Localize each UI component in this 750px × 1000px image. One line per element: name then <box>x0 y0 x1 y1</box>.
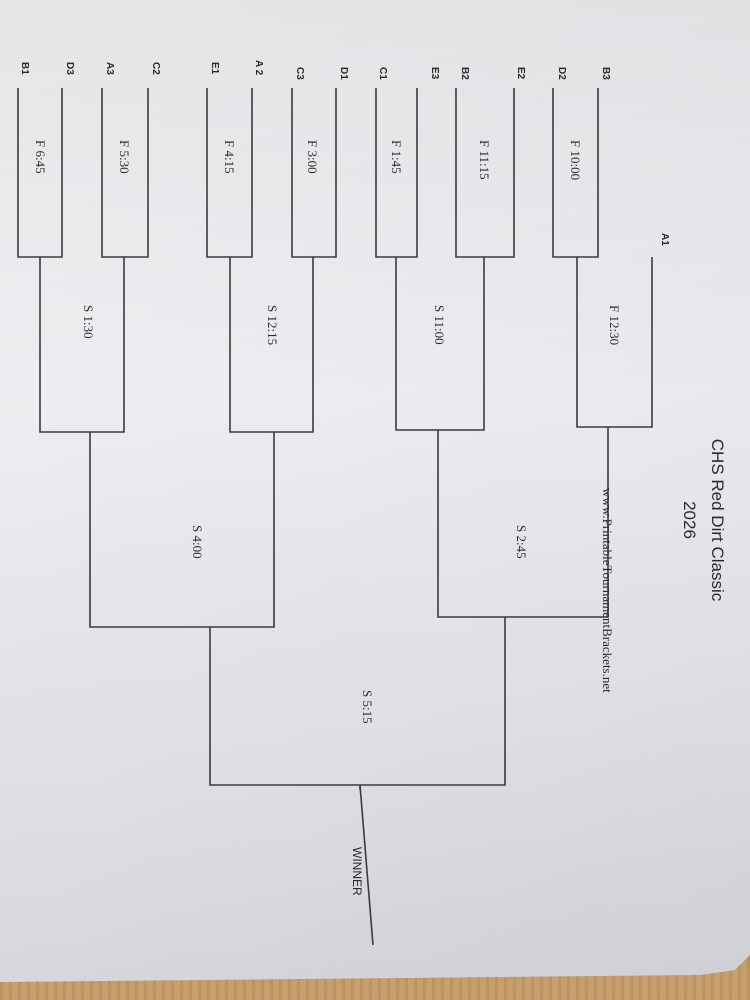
bracket-game-11 <box>39 257 125 433</box>
bracket-game-1 <box>552 88 599 258</box>
bracket-game-10 <box>229 257 314 433</box>
game-time: S 1:30 <box>81 305 96 339</box>
website-credit: www.PrintableTournamentBrackets.net <box>600 488 615 693</box>
seed-label: C2 <box>150 62 161 75</box>
seed-label: D1 <box>338 67 349 80</box>
seed-label: D3 <box>64 62 75 75</box>
seed-label: A 2 <box>253 60 264 76</box>
seed-label: A3 <box>104 62 115 75</box>
bracket-semi-1 <box>437 427 609 618</box>
game-time: S 2:45 <box>514 525 529 559</box>
game-time: F 6:45 <box>33 140 48 174</box>
game-time: S 4:00 <box>190 525 205 559</box>
semi-brackets <box>89 427 609 628</box>
bracket-year: 2026 <box>680 501 699 539</box>
bye-seed-label: A1 <box>659 233 670 246</box>
round1-game-times: F 10:00 F 11:15 F 1:45 F 3:00 F 4:15 F 5… <box>33 140 583 180</box>
bracket-semi-2 <box>89 432 275 628</box>
game-time: F 10:00 <box>568 140 583 180</box>
winner-line <box>359 784 374 946</box>
seed-label: B2 <box>459 67 470 80</box>
game-time: S 11:00 <box>432 305 447 345</box>
round2-game-times: F 12:30 S 11:00 S 12:15 S 1:30 <box>81 305 622 345</box>
seed-label: E3 <box>429 67 440 80</box>
game-time: F 3:00 <box>305 140 320 174</box>
bracket-game-9 <box>395 257 485 431</box>
bracket-game-2 <box>455 88 515 258</box>
seed-label: B3 <box>600 67 611 80</box>
game-time: F 5:30 <box>117 140 132 174</box>
game-time: F 1:45 <box>389 140 404 174</box>
winner-label: WINNER <box>350 847 364 896</box>
seed-label: C3 <box>294 67 305 80</box>
bracket-game-8 <box>576 257 653 428</box>
seed-label: B1 <box>19 62 30 75</box>
game-time: F 12:30 <box>607 305 622 345</box>
game-time: S 12:15 <box>265 305 280 345</box>
seed-label: E2 <box>515 67 526 80</box>
game-time: F 4:15 <box>222 140 237 174</box>
bracket-final <box>209 617 506 786</box>
seed-label: E1 <box>209 62 220 75</box>
game-time: F 11:15 <box>477 140 492 180</box>
bracket-game-6 <box>101 88 149 258</box>
seed-labels: B3 D2 E2 B2 E3 C1 D1 C3 A 2 E1 C2 A3 D3 … <box>19 60 670 246</box>
semi-game-times: S 2:45 S 4:00 <box>190 525 529 559</box>
seed-label: D2 <box>556 67 567 80</box>
bracket-title: CHS Red Dirt Classic <box>708 439 727 602</box>
bracket-game-4 <box>291 88 337 258</box>
round2-brackets <box>39 257 653 433</box>
seed-label: C1 <box>377 67 388 80</box>
final-game-time: S 5:15 <box>360 690 375 724</box>
